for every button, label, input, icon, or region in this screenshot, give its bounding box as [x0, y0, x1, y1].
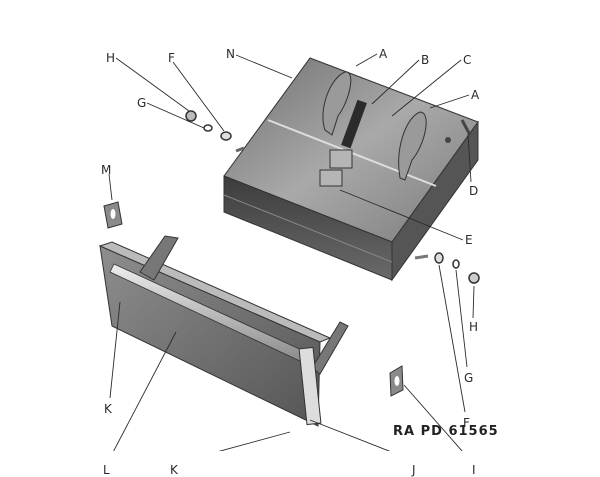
mounting-clips: [319, 71, 472, 187]
leader-lines: [108, 53, 475, 451]
compartment-box: [223, 57, 479, 282]
label-c: C: [463, 53, 472, 67]
door-panel: [98, 235, 349, 427]
label-h-left: H: [106, 51, 116, 65]
label-b: B: [421, 53, 430, 67]
label-d: D: [469, 184, 479, 198]
label-e: E: [465, 233, 473, 247]
hardware-right: [434, 252, 480, 284]
figure-caption: RA PD 61565: [393, 424, 499, 439]
label-k-bottom: K: [170, 463, 178, 477]
label-l: L: [103, 463, 110, 477]
plate-m: [103, 201, 123, 229]
plate-i: [389, 365, 404, 397]
hardware-left: [185, 110, 232, 141]
label-g-left: G: [137, 96, 147, 110]
label-a-top: A: [379, 47, 388, 61]
label-n: N: [226, 47, 235, 61]
label-g-right: G: [464, 371, 474, 385]
label-h-right: H: [469, 320, 479, 334]
exploded-parts-diagram: [98, 53, 480, 451]
label-m: M: [101, 163, 112, 177]
label-k-left: K: [104, 402, 112, 416]
label-i: I: [472, 463, 476, 477]
label-j: J: [412, 463, 416, 477]
label-f-right: F: [463, 416, 470, 430]
label-f-left: F: [168, 51, 175, 65]
label-a-right: A: [471, 88, 480, 102]
